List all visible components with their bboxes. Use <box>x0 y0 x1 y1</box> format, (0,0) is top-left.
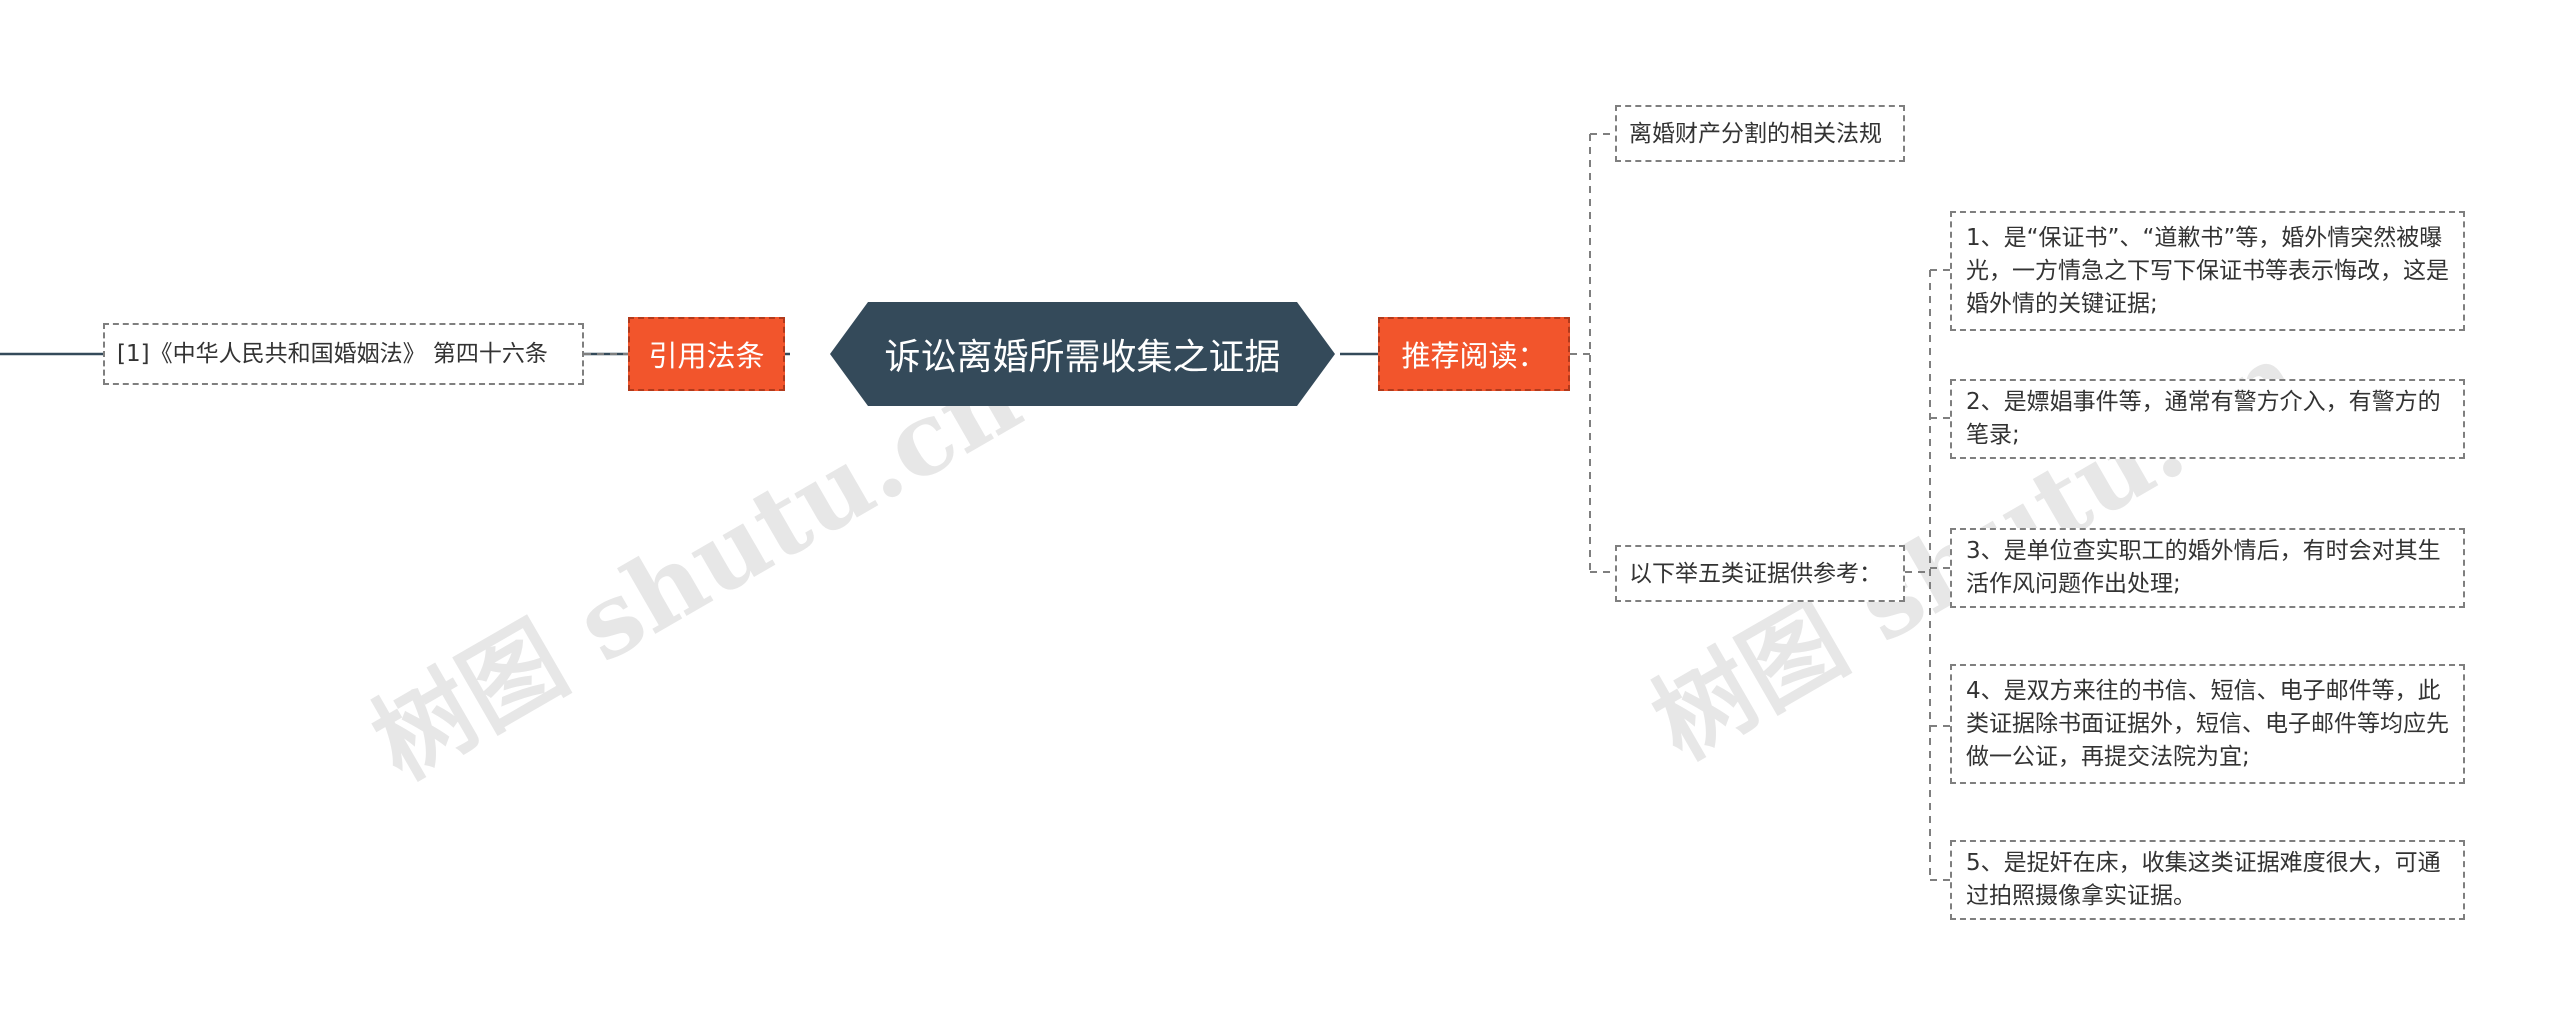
cited-law-node[interactable]: 引用法条 <box>628 317 785 391</box>
connector-recommend-children <box>1570 133 1615 573</box>
legal-reference-node[interactable]: [1]《中华人民共和国婚姻法》 第四十六条 <box>103 323 584 385</box>
root-node[interactable]: 诉讼离婚所需收集之证据 <box>830 302 1335 406</box>
evidence-list-node[interactable]: 以下举五类证据供参考： <box>1615 545 1905 602</box>
recommended-reading-node[interactable]: 推荐阅读： <box>1378 317 1570 391</box>
connector-evidence-items <box>1905 269 1950 881</box>
property-division-node[interactable]: 离婚财产分割的相关法规 <box>1615 105 1905 162</box>
evidence-item[interactable]: 3、是单位查实职工的婚外情后，有时会对其生活作风问题作出处理; <box>1950 528 2465 608</box>
evidence-item[interactable]: 1、是“保证书”、“道歉书”等，婚外情突然被曝光，一方情急之下写下保证书等表示悔… <box>1950 211 2465 331</box>
evidence-item[interactable]: 2、是嫖娼事件等，通常有警方介入，有警方的笔录; <box>1950 379 2465 459</box>
evidence-item[interactable]: 5、是捉奸在床，收集这类证据难度很大，可通过拍照摄像拿实证据。 <box>1950 840 2465 920</box>
evidence-item[interactable]: 4、是双方来往的书信、短信、电子邮件等，此类证据除书面证据外，短信、电子邮件等均… <box>1950 664 2465 784</box>
